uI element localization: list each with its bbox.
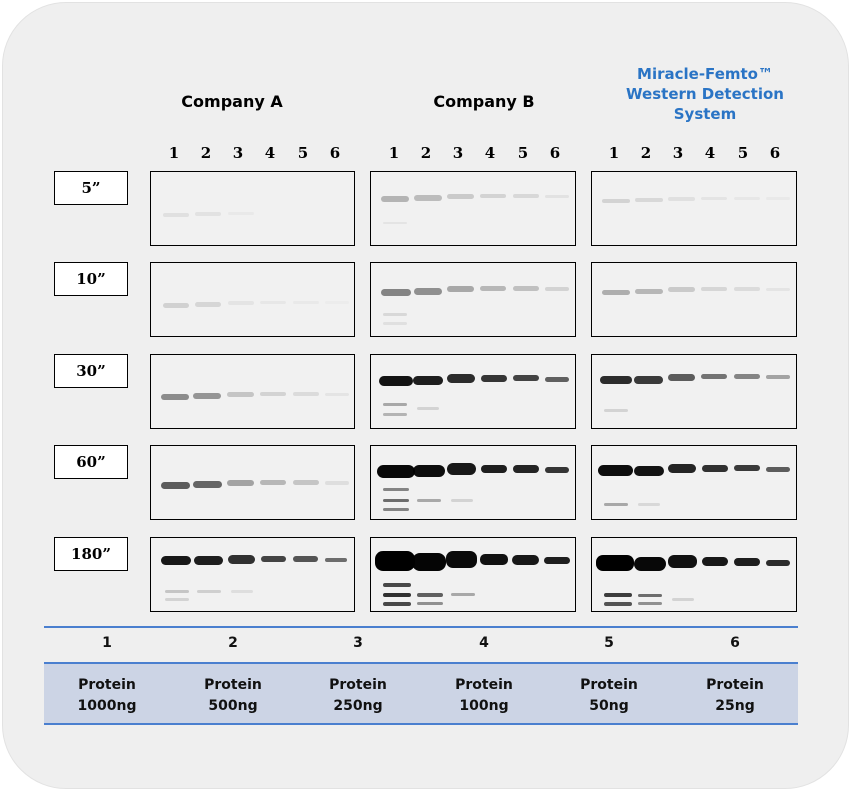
miracle-title-line-2: Western Detection: [626, 85, 784, 103]
blot-miracle-femto-180s: [591, 537, 797, 612]
legend-cell-1: Protein 1000ng: [52, 675, 162, 717]
legend-cell-5-line2: 50ng: [589, 698, 629, 714]
legend-number-6: 6: [730, 635, 740, 651]
lane-number-a-5: 5: [297, 144, 309, 162]
legend-cell-6-line1: Protein: [706, 677, 764, 693]
blot-company-b-30s: [370, 354, 576, 429]
legend-cell-6: Protein 25ng: [680, 675, 790, 717]
blot-company-a-180s: [150, 537, 355, 612]
blot-miracle-femto-5s: [591, 171, 797, 246]
lane-number-b-6: 6: [549, 144, 561, 162]
legend-number-2: 2: [228, 635, 238, 651]
lane-number-a-1: 1: [168, 144, 180, 162]
legend-cell-3-line2: 250ng: [333, 698, 383, 714]
legend-number-3: 3: [353, 635, 363, 651]
lane-number-c-4: 4: [704, 144, 716, 162]
blot-company-a-30s: [150, 354, 355, 429]
legend-cell-4: Protein 100ng: [429, 675, 539, 717]
lane-number-c-2: 2: [640, 144, 652, 162]
exposure-label-180s: 180”: [54, 537, 128, 571]
legend-cell-2-line1: Protein: [204, 677, 262, 693]
lane-number-c-3: 3: [672, 144, 684, 162]
miracle-title-line-1: Miracle-Femto™: [637, 65, 773, 83]
legend-cell-3: Protein 250ng: [303, 675, 413, 717]
legend-bottom-rule: [44, 723, 798, 725]
lane-number-b-4: 4: [484, 144, 496, 162]
legend-cell-4-line2: 100ng: [459, 698, 509, 714]
legend-number-1: 1: [102, 635, 112, 651]
lane-number-a-6: 6: [329, 144, 341, 162]
lane-number-b-2: 2: [420, 144, 432, 162]
legend-cell-6-line2: 25ng: [715, 698, 755, 714]
legend-cell-5: Protein 50ng: [554, 675, 664, 717]
legend-cell-1-line2: 1000ng: [77, 698, 137, 714]
legend-cell-5-line1: Protein: [580, 677, 638, 693]
lane-number-c-6: 6: [769, 144, 781, 162]
legend-cell-2-line2: 500ng: [208, 698, 258, 714]
lane-number-c-5: 5: [737, 144, 749, 162]
exposure-label-30s: 30”: [54, 354, 128, 388]
legend-cell-4-line1: Protein: [455, 677, 513, 693]
legend-cell-3-line1: Protein: [329, 677, 387, 693]
blot-miracle-femto-60s: [591, 445, 797, 520]
blot-company-b-5s: [370, 171, 576, 246]
blot-miracle-femto-10s: [591, 262, 797, 337]
blot-company-a-60s: [150, 445, 355, 520]
blot-company-a-5s: [150, 171, 355, 246]
lane-number-c-1: 1: [608, 144, 620, 162]
legend-cell-2: Protein 500ng: [178, 675, 288, 717]
exposure-label-5s: 5”: [54, 171, 128, 205]
lane-number-a-3: 3: [232, 144, 244, 162]
group-title-company-a: Company A: [181, 92, 283, 111]
lane-number-a-2: 2: [200, 144, 212, 162]
lane-number-b-1: 1: [388, 144, 400, 162]
blot-miracle-femto-30s: [591, 354, 797, 429]
lane-number-a-4: 4: [264, 144, 276, 162]
legend-band: [44, 664, 798, 724]
legend-top-rule: [44, 626, 798, 628]
group-title-miracle-femto: Miracle-Femto™ Western Detection System: [600, 64, 810, 124]
miracle-title-line-3: System: [673, 105, 737, 123]
blot-company-b-180s: [370, 537, 576, 612]
legend-mid-rule: [44, 662, 798, 664]
lane-number-b-3: 3: [452, 144, 464, 162]
blot-company-a-10s: [150, 262, 355, 337]
exposure-label-60s: 60”: [54, 445, 128, 479]
group-title-company-b: Company B: [433, 92, 535, 111]
legend-number-5: 5: [604, 635, 614, 651]
legend-number-4: 4: [479, 635, 489, 651]
blot-company-b-60s: [370, 445, 576, 520]
legend-cell-1-line1: Protein: [78, 677, 136, 693]
blot-company-b-10s: [370, 262, 576, 337]
exposure-label-10s: 10”: [54, 262, 128, 296]
lane-number-b-5: 5: [517, 144, 529, 162]
